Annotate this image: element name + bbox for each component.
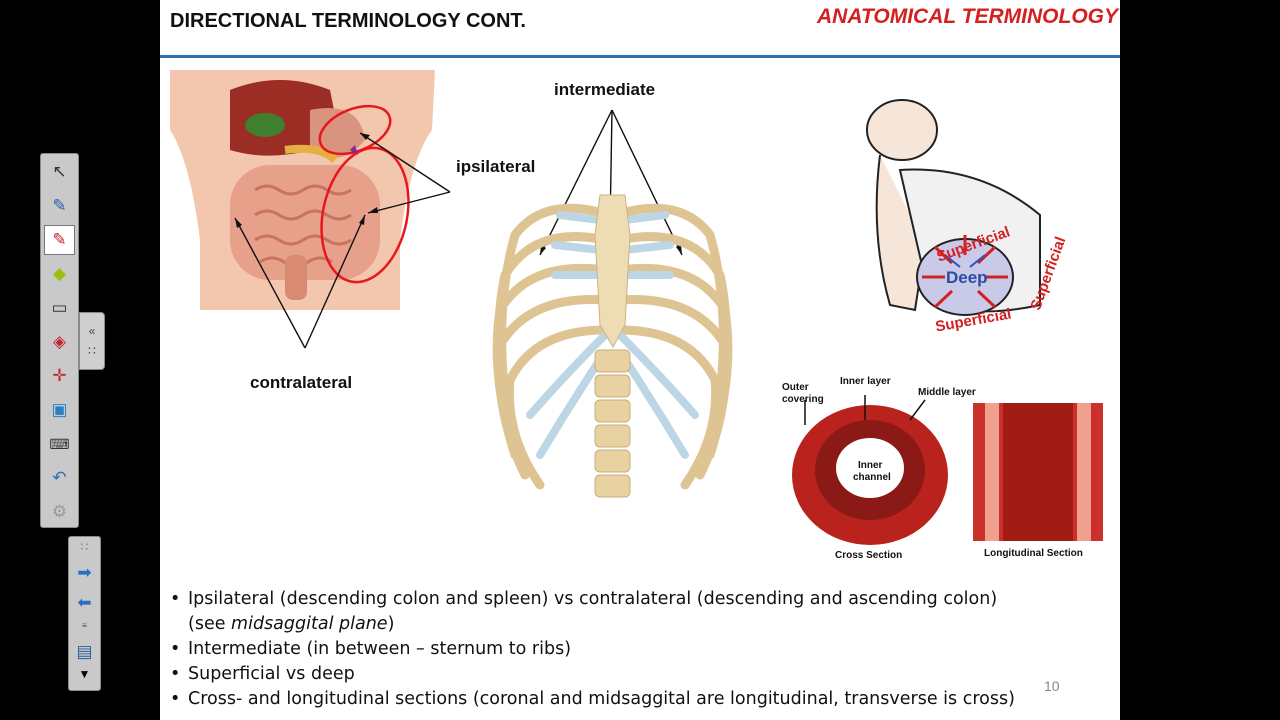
notes-icon[interactable]: ▣ xyxy=(51,400,68,419)
label-inner-layer: Inner layer xyxy=(840,376,891,387)
bullet-list: Ipsilateral (descending colon and spleen… xyxy=(170,587,1030,712)
chevron-down-icon[interactable]: ▼ xyxy=(78,667,91,681)
grip-icon: ∷ xyxy=(80,540,89,554)
page-navigation-bar: ∷ ➡ ⬅ ≡ ▤ ▼ xyxy=(68,536,101,691)
spotlight-icon[interactable]: ✛ xyxy=(52,366,67,385)
settings-icon[interactable]: ⚙ xyxy=(51,502,68,521)
slide: DIRECTIONAL TERMINOLOGY CONT. ANATOMICAL… xyxy=(160,0,1120,720)
abdomen-illustration xyxy=(170,70,435,310)
previous-page-icon[interactable]: ⬅ xyxy=(77,593,92,612)
longitudinal-section-illustration xyxy=(973,403,1103,541)
presentation-toolbar: ↖ ✎ ✎ ◆ ▭ ◈ ✛ ▣ ⌨ ↶ ⚙ xyxy=(40,153,79,528)
label-intermediate: intermediate xyxy=(554,80,656,99)
keyboard-icon[interactable]: ⌨ xyxy=(49,435,70,452)
cross-section-illustration xyxy=(792,395,948,545)
monitor-icon[interactable]: ▤ xyxy=(76,642,93,661)
highlighter-icon[interactable]: ◆ xyxy=(52,264,67,283)
page-number: 10 xyxy=(1044,678,1060,694)
label-contralateral: contralateral xyxy=(250,373,353,392)
label-outer-covering-2: covering xyxy=(782,394,824,405)
label-inner-channel-1: Inner xyxy=(858,460,883,471)
label-longitudinal-section: Longitudinal Section xyxy=(984,548,1083,559)
label-inner-channel-2: channel xyxy=(853,472,891,483)
title-divider xyxy=(160,55,1120,58)
page-counter-icon: ≡ xyxy=(82,621,87,630)
topic-header: ANATOMICAL TERMINOLOGY xyxy=(817,5,1118,28)
select-arrow-icon[interactable]: ↖ xyxy=(52,162,67,181)
rib-cage-illustration xyxy=(492,194,733,498)
label-cross-section: Cross Section xyxy=(835,550,903,561)
bullet-ipsilateral: Ipsilateral (descending colon and spleen… xyxy=(170,587,1030,637)
term-arrows xyxy=(234,109,683,349)
label-outer-covering-1: Outer xyxy=(782,382,809,393)
laser-pointer-icon[interactable]: ◈ xyxy=(52,332,67,351)
slide-title: DIRECTIONAL TERMINOLOGY CONT. xyxy=(170,10,526,32)
deep-label: Deep xyxy=(946,268,988,287)
bullet-italic-term: midsaggital plane xyxy=(231,614,388,634)
bullet-sections: Cross- and longitudinal sections (corona… xyxy=(170,687,1030,712)
bullet-superficial-deep: Superficial vs deep xyxy=(170,662,1030,687)
superficial-deep-illustration xyxy=(866,99,1041,316)
label-middle-layer: Middle layer xyxy=(918,387,976,398)
grip-icon: ∷ xyxy=(88,344,96,358)
marker-pen-icon[interactable]: ✎ xyxy=(44,225,75,255)
bullet-intermediate: Intermediate (in between – sternum to ri… xyxy=(170,637,1030,662)
label-ipsilateral: ipsilateral xyxy=(456,157,536,176)
undo-icon[interactable]: ↶ xyxy=(52,468,67,487)
toolbar-collapse-tab[interactable]: « ∷ xyxy=(79,312,105,370)
collapse-chevron-icon: « xyxy=(88,324,96,338)
pen-icon[interactable]: ✎ xyxy=(52,196,67,215)
next-page-icon[interactable]: ➡ xyxy=(77,563,92,582)
eraser-icon[interactable]: ▭ xyxy=(51,298,68,317)
